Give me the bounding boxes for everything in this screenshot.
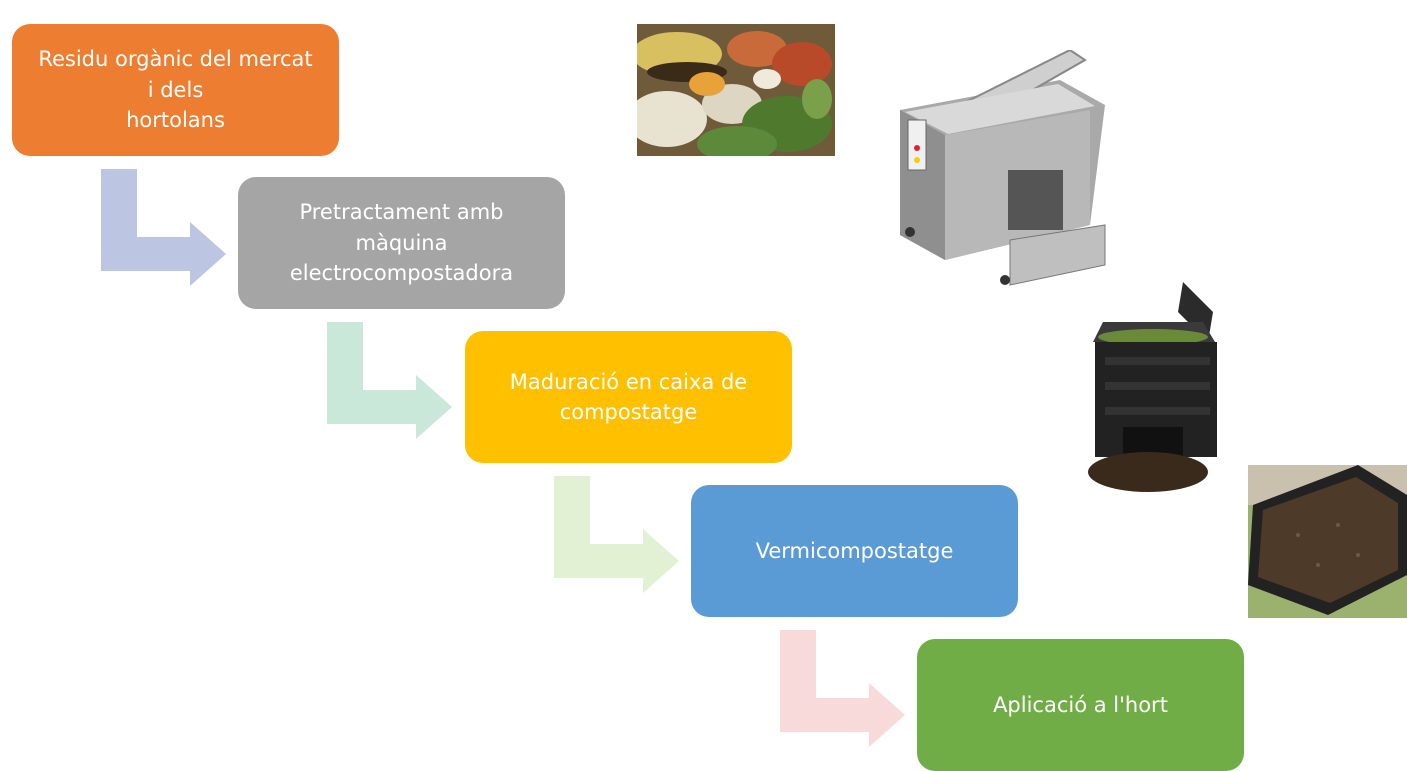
step-label: Pretractament amb màquina electrocompost… [289,200,514,286]
step-pretreatment: Pretractament amb màquina electrocompost… [238,177,565,309]
step-label: Vermicompostatge [755,538,954,563]
step-label: Maduració en caixa de compostatge [509,369,748,424]
step-garden-application: Aplicació a l'hort [917,639,1244,771]
step-vermicomposting: Vermicompostatge [691,485,1018,617]
step-organic-waste: Residu orgànic del mercat i dels hortola… [12,24,339,156]
compost-bin-photo [1088,282,1217,492]
connector-arrow-4 [780,630,905,747]
connector-arrow-3 [554,476,679,593]
step-label: Aplicació a l'hort [993,692,1168,717]
connector-arrow-1 [101,169,226,286]
electrocomposting-machine-photo [900,50,1106,286]
organic-waste-photo [637,24,835,156]
step-label: Residu orgànic del mercat i dels hortola… [38,47,313,133]
connector-arrow-2 [327,322,452,439]
step-maturation: Maduració en caixa de compostatge [465,331,792,463]
vermicompost-tray-photo [1248,465,1407,618]
